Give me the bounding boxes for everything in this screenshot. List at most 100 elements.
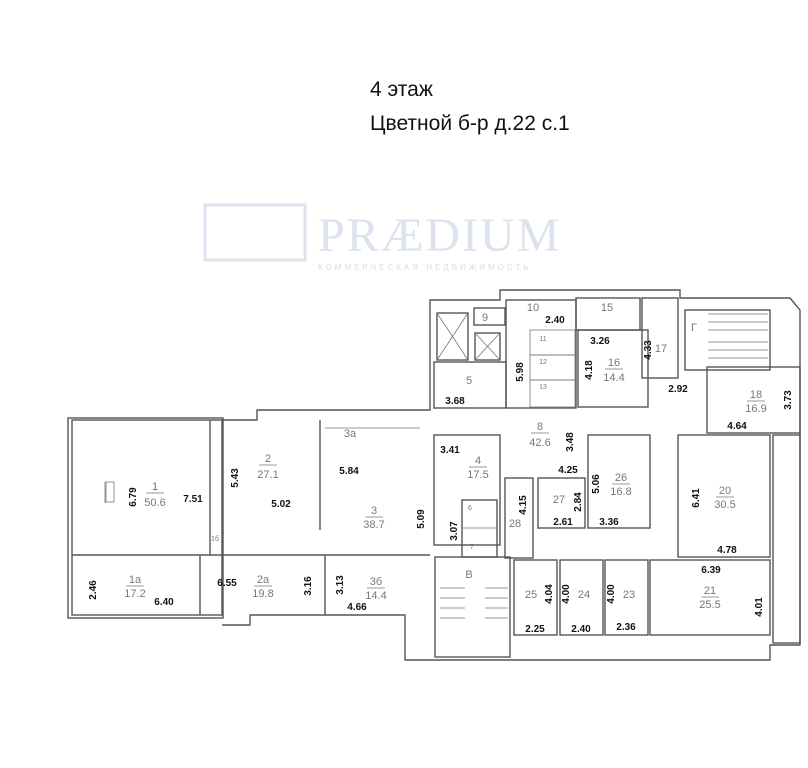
- room-2a[interactable]: 2а 19.8 6.55 3.16: [217, 574, 314, 600]
- dimension: 3.73: [783, 390, 794, 410]
- dimension: 4.66: [347, 602, 367, 613]
- room-area: 16.9: [745, 403, 766, 415]
- room-area: 50.6: [144, 497, 165, 509]
- room-1a[interactable]: 1а 17.2 2.46 6.40: [88, 574, 174, 608]
- room-2[interactable]: 2 27.1 5.43 5.02: [230, 453, 291, 510]
- room-number: 25: [525, 589, 537, 601]
- room-3a-number[interactable]: 3а: [344, 428, 357, 440]
- watermark-brand: PRÆDIUM: [318, 209, 561, 262]
- room-6-number[interactable]: 6: [468, 505, 472, 512]
- room-9-number[interactable]: 9: [482, 312, 488, 324]
- room-21[interactable]: 6.39 21 25.5 4.01: [699, 565, 765, 617]
- walls: [67, 289, 801, 661]
- room-1b-number: 1б: [211, 535, 219, 543]
- room-area: 16.8: [610, 486, 631, 498]
- room-number: 28: [509, 518, 521, 530]
- dimension: 2.92: [668, 384, 688, 395]
- dimension: 4.01: [754, 597, 765, 617]
- room-25[interactable]: 25 4.04 2.25: [525, 584, 555, 635]
- room-16[interactable]: 3.26 16 14.4 4.18: [584, 336, 625, 384]
- dimension: 4.18: [584, 360, 595, 380]
- room-area: 27.1: [257, 469, 278, 481]
- room-number: 3: [371, 505, 377, 517]
- watermark-tagline: КОММЕРЧЕСКАЯ НЕДВИЖИМОСТЬ: [318, 263, 532, 272]
- room-number: 21: [704, 585, 716, 597]
- room-number: 17: [655, 343, 667, 355]
- room-number: 10: [527, 302, 539, 314]
- room-26[interactable]: 26 16.8 5.06 3.36: [591, 472, 632, 528]
- room-23[interactable]: 23 4.00 2.36: [606, 584, 636, 633]
- room-17[interactable]: 17 4.33 2.92: [643, 340, 688, 395]
- dimension: 4.25: [558, 465, 578, 476]
- room-number: 4: [475, 455, 481, 467]
- dimension: 4.78: [717, 545, 737, 556]
- room-3[interactable]: 5.84 3 38.7 5.09: [339, 466, 427, 531]
- dimension: 4.00: [606, 584, 617, 604]
- dimension: 3.16: [303, 576, 314, 596]
- room-number: 5: [466, 375, 472, 387]
- dimension: 2.46: [88, 580, 99, 600]
- stair-g-label[interactable]: Г: [691, 322, 697, 334]
- room-10[interactable]: 10 2.40 5.98: [515, 302, 565, 382]
- room-27[interactable]: 27 2.84 2.61: [553, 492, 584, 528]
- dimension: 4.00: [561, 584, 572, 604]
- dimension: 5.43: [230, 468, 241, 488]
- room-24[interactable]: 24 4.00 2.40: [561, 584, 591, 635]
- dimension: 2.61: [553, 517, 573, 528]
- room-13-number[interactable]: 13: [539, 384, 547, 391]
- room-number: 2: [265, 453, 271, 465]
- dimension: 4.15: [518, 495, 529, 515]
- dimension: 6.40: [154, 597, 174, 608]
- room-number: 2а: [257, 574, 270, 586]
- dimension: 6.79: [128, 487, 139, 507]
- room-20[interactable]: 20 30.5 6.41 4.78: [691, 485, 737, 556]
- room-area: 17.2: [124, 588, 145, 600]
- room-12-number[interactable]: 12: [539, 359, 547, 366]
- room-area: 14.4: [365, 590, 386, 602]
- room-1[interactable]: 1 50.6 6.79 7.51: [128, 481, 203, 509]
- dimension: 6.55: [217, 578, 237, 589]
- floor-title: 4 этаж: [370, 78, 433, 101]
- room-number: 1а: [129, 574, 142, 586]
- dimension: 3.07: [449, 521, 460, 541]
- room-3b[interactable]: 3б 14.4 3.13 4.66: [335, 575, 387, 613]
- dimension: 3.26: [590, 336, 610, 347]
- room-5[interactable]: 5 3.68: [445, 375, 472, 407]
- room-number: 18: [750, 389, 762, 401]
- room-area: 38.7: [363, 519, 384, 531]
- room-11-number[interactable]: 11: [539, 336, 546, 343]
- room-area: 25.5: [699, 599, 720, 611]
- dimension: 2.40: [571, 624, 591, 635]
- dimension: 3.13: [335, 575, 346, 595]
- dimension: 5.09: [416, 509, 427, 529]
- room-number: 27: [553, 494, 565, 506]
- room-4[interactable]: 3.41 4 17.5 3.07: [440, 445, 488, 541]
- room-18[interactable]: 18 16.9 3.73 4.64: [727, 389, 794, 432]
- dimension: 4.33: [643, 340, 654, 360]
- dimension: 5.84: [339, 466, 359, 477]
- watermark: PRÆDIUM КОММЕРЧЕСКАЯ НЕДВИЖИМОСТЬ: [203, 203, 561, 272]
- dimension: 4.04: [544, 584, 555, 604]
- address-title: Цветной б-р д.22 с.1: [370, 112, 570, 135]
- dimension: 5.98: [515, 362, 526, 382]
- room-number: 8: [537, 421, 543, 433]
- room-area: 14.4: [603, 372, 624, 384]
- room-number: 1: [152, 481, 158, 493]
- room-number: 26: [615, 472, 627, 484]
- room-area: 30.5: [714, 499, 735, 511]
- room-28[interactable]: 28 4.15: [509, 495, 529, 530]
- dimension: 2.84: [573, 492, 584, 512]
- dimension: 2.40: [545, 315, 565, 326]
- room-7-number[interactable]: 7: [470, 544, 474, 551]
- room-number: 20: [719, 485, 731, 497]
- dimension: 4.64: [727, 421, 747, 432]
- room-8[interactable]: 8 42.6 3.48 4.25: [529, 421, 578, 476]
- dimension: 3.36: [599, 517, 619, 528]
- stair-v-label[interactable]: В: [465, 569, 472, 581]
- dimension: 3.68: [445, 396, 465, 407]
- room-number: 23: [623, 589, 635, 601]
- room-15-number[interactable]: 15: [601, 302, 613, 314]
- dimension: 2.25: [525, 624, 545, 635]
- room-area: 19.8: [252, 588, 273, 600]
